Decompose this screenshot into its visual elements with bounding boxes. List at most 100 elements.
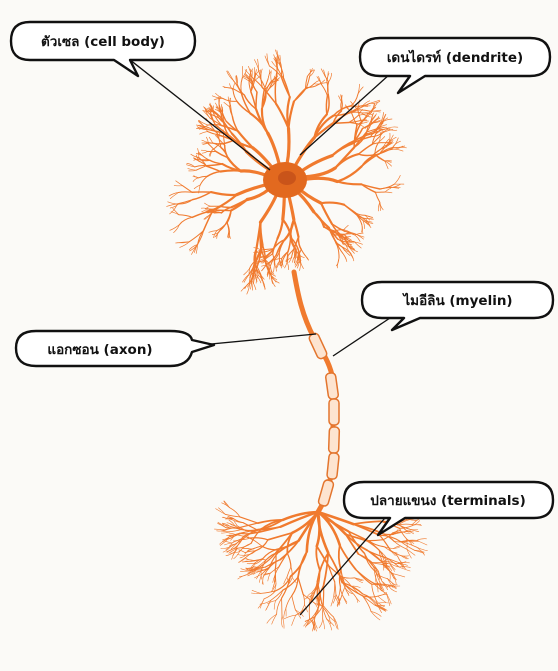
neurite-branch [212,144,219,150]
neurite-branch [201,150,207,151]
neurite-branch [394,175,400,184]
neurite-branch [205,203,211,206]
neurite-branch [179,192,193,193]
neurite-branch [268,601,276,604]
neurite-branch [230,98,231,105]
neurite-branch [207,172,220,177]
neurite-branch [314,80,320,83]
neurite-branch [322,85,328,97]
myelin-segment [329,427,340,453]
neurite-branch [329,73,332,82]
neurite-branch [343,597,347,603]
neurite-branch [331,596,334,606]
myelin-segment [308,332,328,360]
neurite-branch [212,96,223,99]
callout-myelin: ไมอีลิน (myelin) [362,282,553,330]
neurite-branch [240,571,249,572]
myelin-segment [329,399,339,425]
neurite-branch [371,611,381,616]
myelin-pointer [333,318,390,356]
neurite-branch [225,514,240,517]
neurite-branch [398,524,412,525]
neurite-branch [211,192,237,195]
neurite-branch [219,224,226,231]
neurite-branch [225,541,232,543]
neurite-branch [209,143,219,144]
callout-terminals: ปลายแขนง (terminals) [344,482,553,535]
neurite-branch [176,181,183,186]
neurite-branch [393,149,403,151]
neurite-branch [392,187,399,188]
neurite-branch [228,71,234,81]
neurite-branch [417,547,428,551]
neurite-branch [354,595,359,602]
neurite-branch [300,262,301,270]
neurite-branch [285,262,288,268]
neurite-branch [363,596,378,597]
neurite-branch [282,576,291,598]
neurite-branch [337,166,362,181]
neurite-branch [275,82,276,104]
neurite-branch [298,237,301,250]
neurite-branch [200,176,207,185]
neurite-branch [391,551,401,556]
neurite-branch [294,220,299,237]
neurite-branch [271,73,272,82]
neurite-branch [362,184,376,192]
neurite-branch [289,102,294,129]
neurite-branch [378,596,386,602]
neurite-branch [221,105,222,112]
neurite-branch [301,250,305,257]
neurite-branch [287,262,289,270]
neurite-branch [292,577,298,596]
neurite-branch [343,253,347,261]
neurite-branch [334,582,335,596]
neurite-branch [359,144,373,154]
neurite-branch [326,96,327,114]
neurite-branch [344,205,355,213]
callout-dendrite: เดนไดรท์ (dendrite) [360,38,550,93]
neurite-branch [201,208,208,209]
neurite-branch [217,530,225,531]
neurite-branch [387,127,398,129]
neurite-branch [385,192,392,193]
neurite-branch [332,141,355,156]
neurite-branch [294,88,307,102]
neurite-branch [274,264,275,272]
neurite-branch [193,192,211,200]
neurite-branch [337,258,339,268]
neurite-branch [353,521,380,524]
neurite-branch [256,540,268,551]
neurite-branch [344,225,349,229]
neurite-branch [179,217,192,225]
neurite-branch [284,79,290,98]
neurite-branch [244,269,250,275]
neurite-branch [233,90,237,101]
cell-body-label: ตัวเซล (cell body) [41,34,165,50]
neurite-branch [359,154,376,155]
neurite-branch [288,238,291,252]
neurite-branch [277,598,282,614]
neurite-branch [275,264,277,271]
neurite-branch [179,215,193,218]
neurite-branch [298,577,303,594]
axon-label: แอกซอน (axon) [47,342,152,358]
neurite-branch [321,203,344,205]
neurite-branch [339,545,341,569]
neurite-branch [221,532,229,533]
dendrite-label: เดนไดรท์ (dendrite) [387,49,523,66]
neurite-branch [277,219,282,238]
neurite-branch [254,540,262,546]
neurite-branch [224,102,230,106]
neurite-branch [298,552,307,578]
neurite-branch [268,573,271,581]
neurite-branch [231,200,247,211]
neurite-branch [284,615,296,619]
callout-axon: แอกซอน (axon) [16,331,214,366]
neurite-branch [262,109,268,134]
neurite-branch [207,166,221,171]
neurite-branch [393,574,405,577]
callout-cell-body: ตัวเซล (cell body) [11,22,195,76]
neurite-branch [292,596,296,610]
